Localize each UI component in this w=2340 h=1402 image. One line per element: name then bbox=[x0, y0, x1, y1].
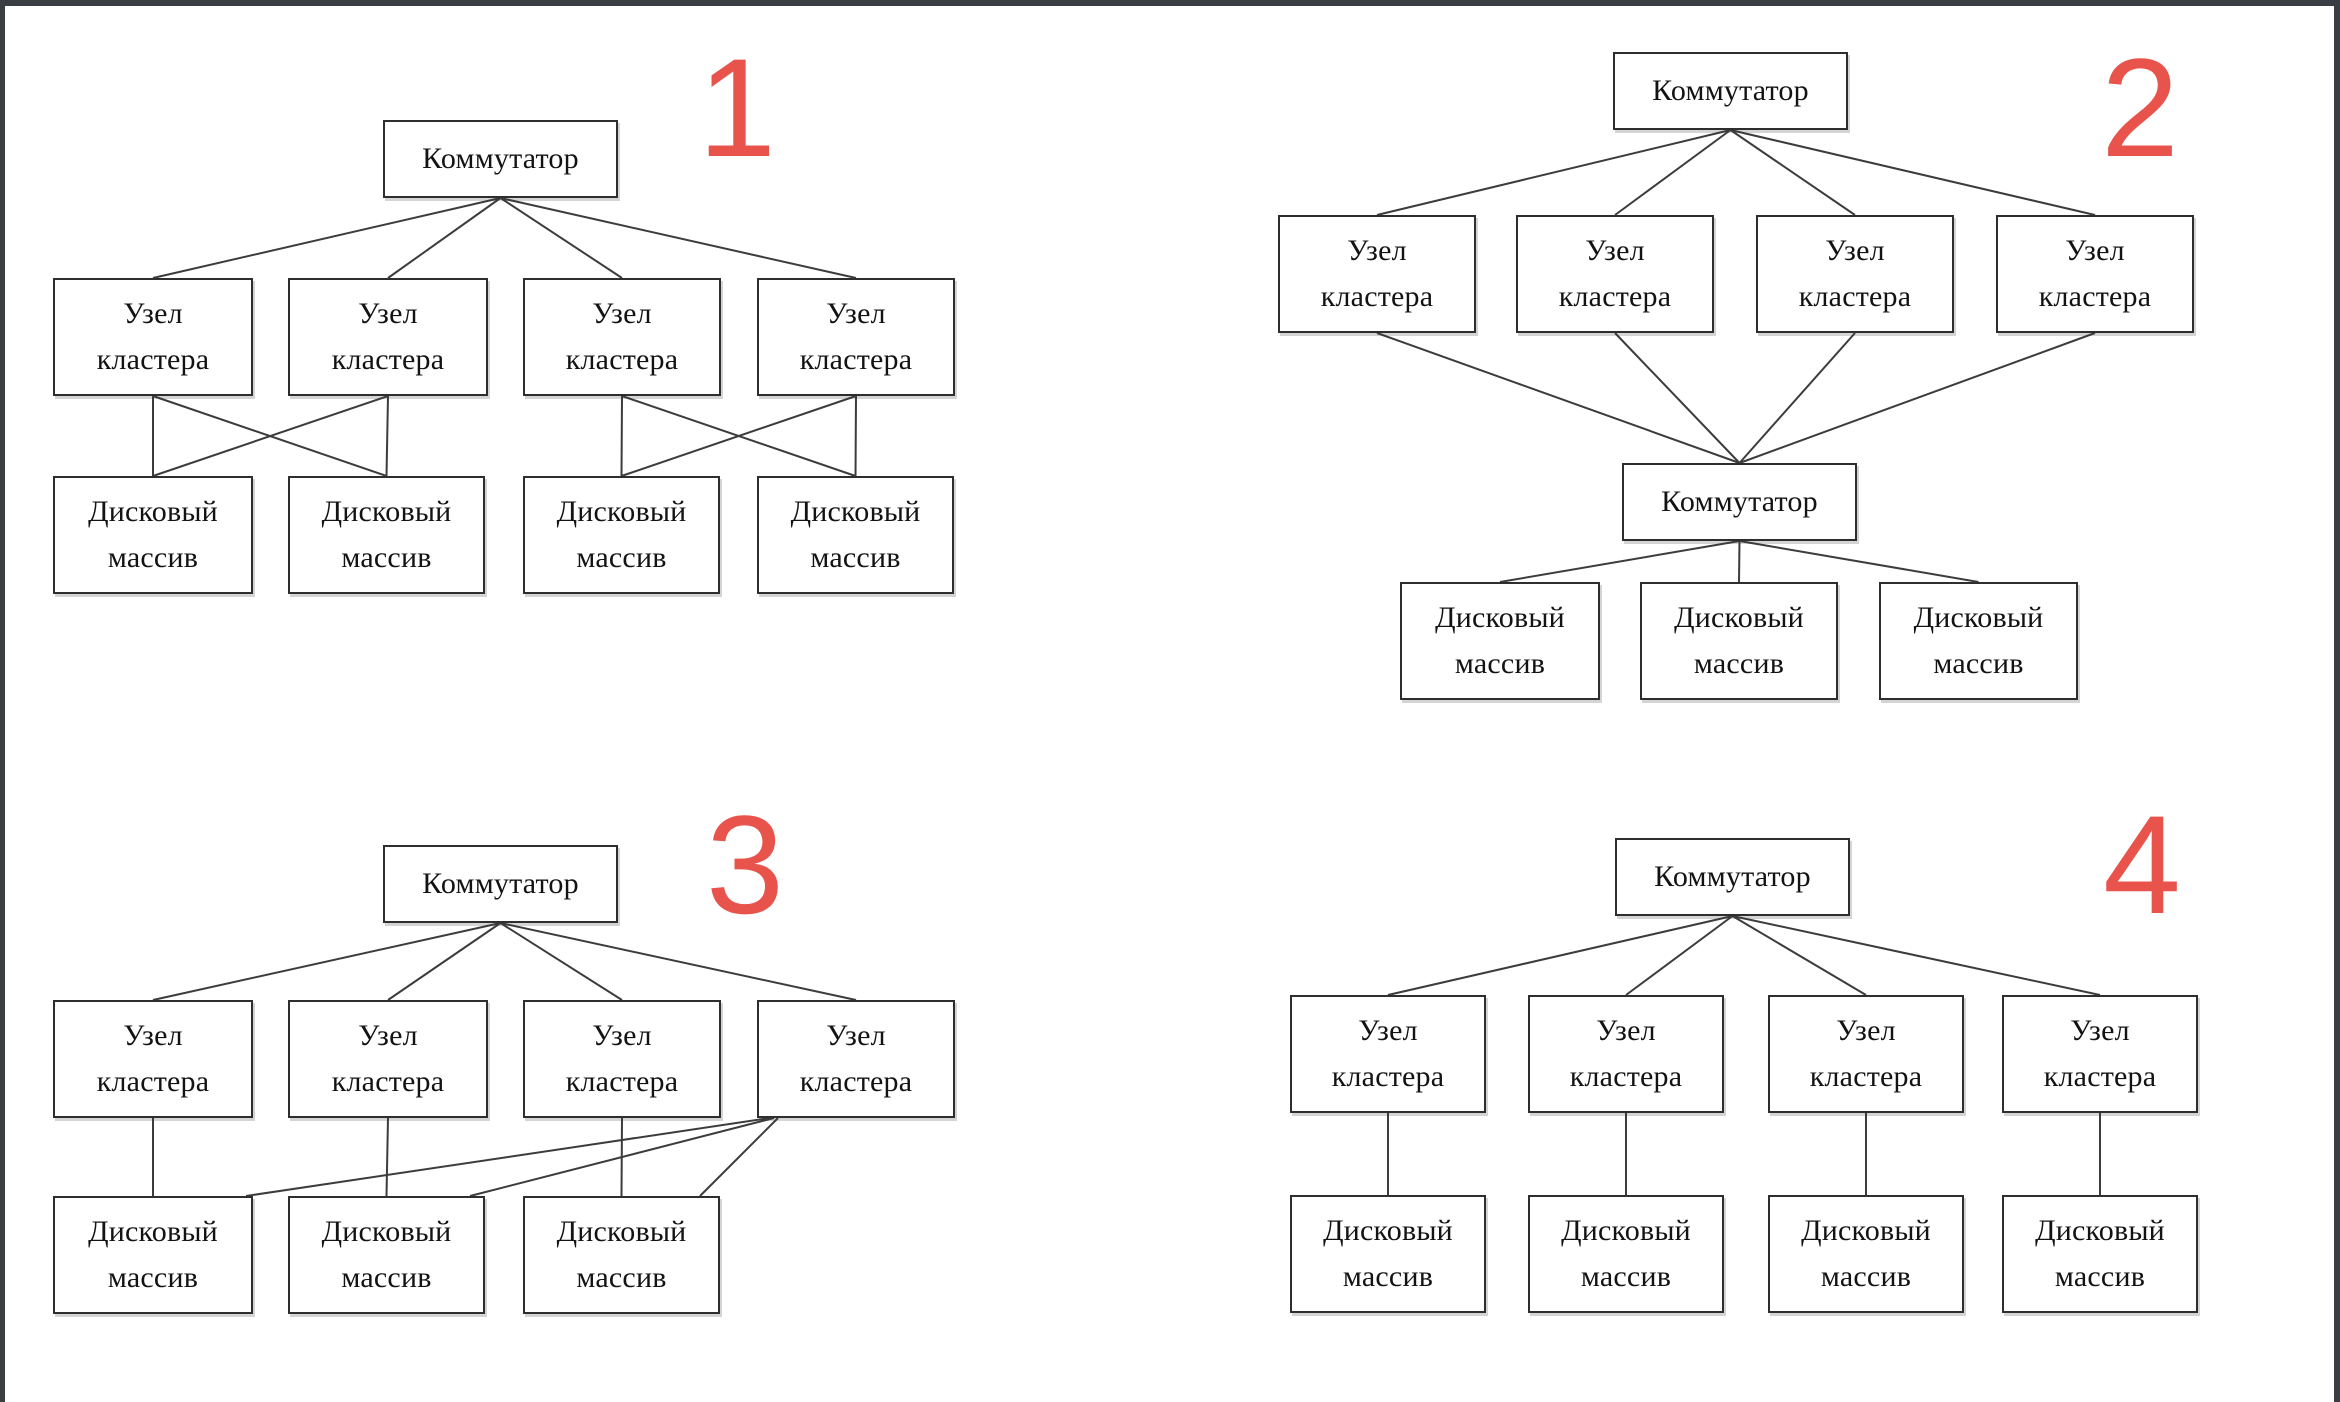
connection-line bbox=[1499, 540, 1740, 583]
connection-line bbox=[1376, 332, 1740, 464]
disk-array-box: Дисковый массив bbox=[1768, 1195, 1964, 1313]
connection-line bbox=[1729, 129, 1856, 216]
disk-array-box: Дисковый массив bbox=[53, 476, 253, 594]
disk-array-box: Дисковый массив bbox=[288, 476, 485, 594]
connection-line bbox=[621, 395, 857, 477]
cluster-node-box: Узел кластера bbox=[288, 278, 488, 396]
connection-line bbox=[469, 1117, 775, 1197]
cluster-node-box: Узел кластера bbox=[757, 278, 955, 396]
connection-line bbox=[1625, 915, 1734, 996]
connection-line bbox=[1739, 332, 2096, 464]
connection-line bbox=[499, 197, 623, 279]
cluster-node-box: Узел кластера bbox=[1996, 215, 2194, 333]
connection-line bbox=[1614, 129, 1732, 216]
cluster-node-box: Узел кластера bbox=[288, 1000, 488, 1118]
disk-array-box: Дисковый массив bbox=[2002, 1195, 2198, 1313]
connection-line bbox=[387, 922, 502, 1001]
connection-line bbox=[152, 197, 501, 279]
connection-line bbox=[1732, 915, 2101, 996]
cluster-node-box: Узел кластера bbox=[1290, 995, 1486, 1113]
diagram-number: 4 bbox=[2103, 786, 2181, 943]
cluster-node-box: Узел кластера bbox=[1528, 995, 1724, 1113]
switch-box: Коммутатор bbox=[383, 120, 618, 198]
disk-array-box: Дисковый массив bbox=[523, 1196, 720, 1314]
cluster-node-box: Узел кластера bbox=[523, 278, 721, 396]
connection-line bbox=[1731, 915, 1867, 996]
disk-array-box: Дисковый массив bbox=[1640, 582, 1838, 700]
cluster-node-box: Узел кластера bbox=[523, 1000, 721, 1118]
cluster-node-box: Узел кластера bbox=[1516, 215, 1714, 333]
connection-line bbox=[385, 1117, 389, 1197]
disk-array-box: Дисковый массив bbox=[1528, 1195, 1724, 1313]
connection-line bbox=[1730, 129, 2096, 216]
connection-line bbox=[699, 1117, 779, 1197]
cluster-node-box: Узел кластера bbox=[53, 278, 253, 396]
switch-box: Коммутатор bbox=[1615, 838, 1850, 916]
connection-line bbox=[1738, 540, 1741, 583]
connection-line bbox=[500, 197, 857, 279]
cluster-node-box: Узел кластера bbox=[1768, 995, 1964, 1113]
connection-line bbox=[499, 922, 623, 1001]
frame-border-right bbox=[2334, 0, 2340, 1402]
connection-line bbox=[152, 922, 501, 1001]
switch-box: Коммутатор bbox=[1613, 52, 1848, 130]
diagram-number: 1 bbox=[698, 29, 776, 186]
connection-line bbox=[1387, 915, 1733, 996]
disk-array-box: Дисковый массив bbox=[523, 476, 720, 594]
connection-line bbox=[854, 395, 857, 477]
cluster-node-box: Узел кластера bbox=[1278, 215, 1476, 333]
connection-line bbox=[387, 197, 502, 279]
disk-array-box: Дисковый массив bbox=[757, 476, 954, 594]
connection-line bbox=[1738, 332, 1856, 464]
connection-line bbox=[620, 395, 623, 477]
cluster-node-box: Узел кластера bbox=[757, 1000, 955, 1118]
connection-line bbox=[152, 395, 389, 477]
disk-array-box: Дисковый массив bbox=[288, 1196, 485, 1314]
frame-border-top bbox=[0, 0, 2340, 6]
switch-box: Коммутатор bbox=[1622, 463, 1857, 541]
cluster-node-box: Узел кластера bbox=[53, 1000, 253, 1118]
connection-line bbox=[500, 922, 857, 1001]
disk-array-box: Дисковый массив bbox=[1290, 1195, 1486, 1313]
disk-array-box: Дисковый массив bbox=[53, 1196, 253, 1314]
disk-array-box: Дисковый массив bbox=[1879, 582, 2078, 700]
cluster-node-box: Узел кластера bbox=[1756, 215, 1954, 333]
switch-box: Коммутатор bbox=[383, 845, 618, 923]
diagram-number: 2 bbox=[2101, 29, 2179, 186]
connection-line bbox=[1376, 129, 1731, 216]
connection-line bbox=[1614, 332, 1741, 464]
frame-border-left bbox=[0, 0, 5, 1402]
connection-line bbox=[1739, 540, 1979, 583]
disk-array-box: Дисковый массив bbox=[1400, 582, 1600, 700]
connection-line bbox=[245, 1117, 771, 1197]
cluster-node-box: Узел кластера bbox=[2002, 995, 2198, 1113]
connection-line bbox=[385, 395, 389, 477]
diagram-number: 3 bbox=[706, 786, 784, 943]
